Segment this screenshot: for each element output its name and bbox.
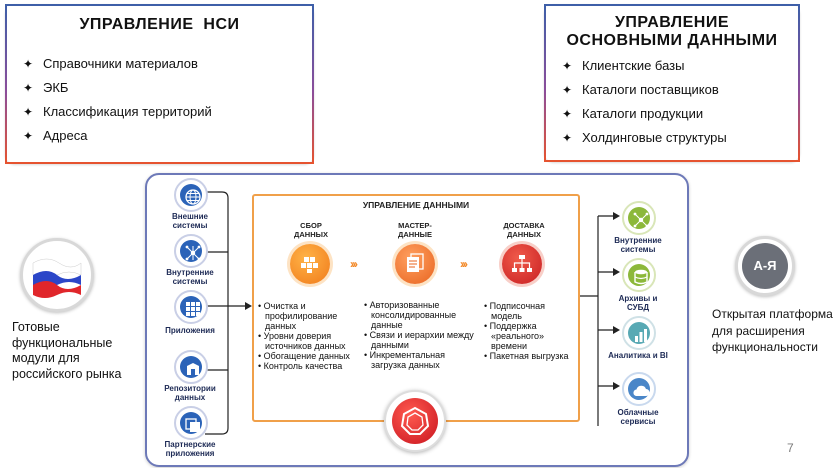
list-item: ✦Каталоги поставщиков bbox=[560, 78, 727, 102]
master-data-management-box: УПРАВЛЕНИЕ ОСНОВНЫМИ ДАННЫМИ ✦Клиентские… bbox=[544, 4, 800, 162]
master-data-list: ✦Клиентские базы ✦Каталоги поставщиков ✦… bbox=[560, 54, 727, 150]
list-item: • Обогащение данных bbox=[258, 351, 350, 361]
repository-icon bbox=[174, 350, 208, 384]
list-item: • Поддержка «реального» времени bbox=[484, 321, 545, 351]
hierarchy-icon bbox=[502, 244, 542, 284]
right-caption: Открытая платформа для расширения функци… bbox=[712, 307, 833, 354]
list-item: ✦Адреса bbox=[21, 124, 212, 148]
chevrons-icon: ››› bbox=[350, 257, 358, 271]
list-item: ✦Каталоги продукции bbox=[560, 102, 727, 126]
star-bullet-icon: ✦ bbox=[23, 81, 34, 95]
list-item: ✦Клиентские базы bbox=[560, 54, 727, 78]
master-data-title-line2: ОСНОВНЫМИ ДАННЫМИ bbox=[566, 32, 778, 49]
platform-logo bbox=[384, 390, 446, 452]
star-bullet-icon: ✦ bbox=[23, 57, 34, 71]
delivery-bullets: • Подписочная модель • Поддержка «реальн… bbox=[484, 301, 576, 361]
list-item: • Пакетная выгрузка bbox=[484, 351, 569, 361]
star-bullet-icon: ✦ bbox=[23, 129, 34, 143]
star-bullet-icon: ✦ bbox=[562, 131, 573, 145]
chevrons-icon: ››› bbox=[460, 257, 468, 271]
network-icon bbox=[622, 201, 656, 235]
partner-apps-icon bbox=[174, 406, 208, 440]
list-item: • Инкрементальная загрузка данных bbox=[364, 350, 446, 370]
alphabet-badge: А-Я bbox=[735, 236, 795, 296]
page-number: 7 bbox=[787, 441, 794, 455]
list-item: • Подписочная модель bbox=[484, 301, 546, 321]
database-icon bbox=[622, 258, 656, 292]
russia-flag-badge bbox=[20, 238, 94, 312]
list-item: ✦Справочники материалов bbox=[21, 52, 212, 76]
star-bullet-icon: ✦ bbox=[562, 107, 573, 121]
alphabet-badge-core: А-Я bbox=[742, 243, 788, 289]
master-bullets: • Авторизованные консолидированные данны… bbox=[364, 300, 476, 370]
list-item: • Авторизованные консолидированные данны… bbox=[364, 300, 457, 330]
star-bullet-icon: ✦ bbox=[23, 105, 34, 119]
list-item: • Контроль качества bbox=[258, 361, 343, 371]
list-item: ✦ЭКБ bbox=[21, 76, 212, 100]
list-item: ✦Холдинговые структуры bbox=[560, 126, 727, 150]
apps-grid-icon bbox=[174, 290, 208, 324]
source-label: Приложения bbox=[165, 326, 215, 335]
master-data-title-line1: УПРАВЛЕНИЕ bbox=[614, 14, 730, 31]
column-title: МАСТЕР-ДАННЫЕ bbox=[398, 221, 432, 239]
star-bullet-icon: ✦ bbox=[562, 83, 573, 97]
analytics-icon bbox=[622, 316, 656, 350]
nsi-management-title: УПРАВЛЕНИЕ НСИ bbox=[79, 16, 240, 33]
data-management-title: УПРАВЛЕНИЕ ДАННЫМИ bbox=[362, 200, 470, 210]
data-management-box bbox=[252, 194, 580, 422]
star-bullet-icon: ✦ bbox=[562, 59, 573, 73]
network-icon bbox=[174, 234, 208, 268]
globe-icon bbox=[174, 178, 208, 212]
list-item: • Связи и иерархии между данными bbox=[364, 330, 474, 350]
cloud-icon bbox=[622, 372, 656, 406]
list-item: • Очистка и профилирование данных bbox=[258, 301, 338, 331]
list-item: • Уровни доверия источников данных bbox=[258, 331, 346, 351]
target-label: Аналитика и BI bbox=[608, 351, 668, 360]
collection-bullets: • Очистка и профилирование данных • Уров… bbox=[258, 301, 362, 371]
gem-icon bbox=[400, 406, 430, 435]
nsi-management-box: УПРАВЛЕНИЕ НСИ ✦Справочники материалов ✦… bbox=[5, 4, 314, 164]
list-item: ✦Классификация территорий bbox=[21, 100, 212, 124]
master-data-icon bbox=[395, 244, 435, 284]
nsi-list: ✦Справочники материалов ✦ЭКБ ✦Классифика… bbox=[21, 52, 212, 148]
russia-flag-icon bbox=[32, 258, 82, 298]
data-collection-icon bbox=[290, 244, 330, 284]
left-caption: Готовые функциональные модули для россий… bbox=[12, 320, 122, 381]
